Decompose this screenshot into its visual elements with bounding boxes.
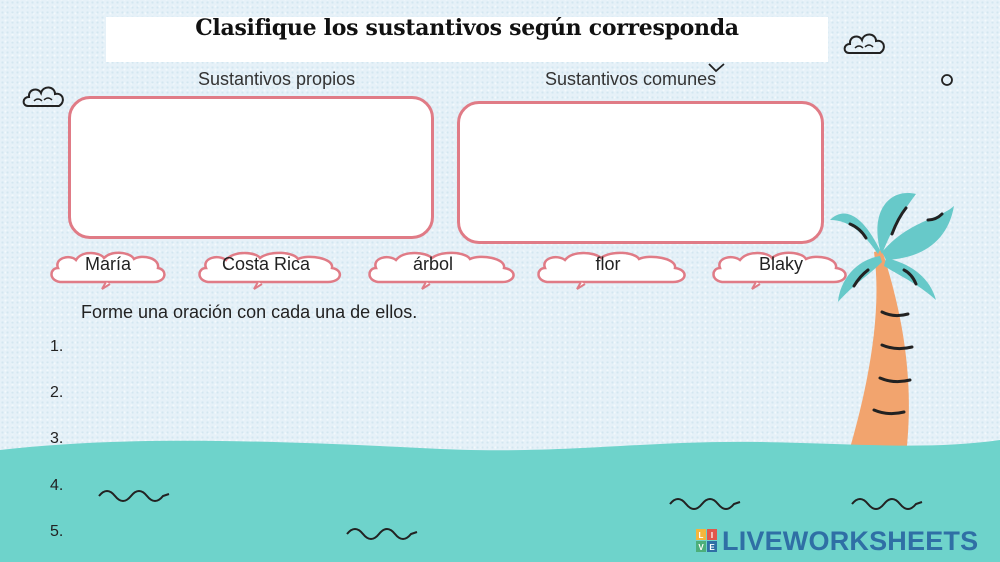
wave-icon <box>98 490 170 502</box>
drop-zone-comunes[interactable] <box>457 101 824 244</box>
cloud-icon <box>843 33 885 54</box>
label-sustantivos-comunes: Sustantivos comunes <box>545 69 717 89</box>
cloud-chip-shape <box>368 251 515 290</box>
palm-tree-icon <box>830 193 954 455</box>
svg-text:L: L <box>699 531 704 540</box>
wave-icon <box>851 498 923 510</box>
label-sustantivos-propios: Sustantivos propios <box>198 69 356 89</box>
sentence-number-4: 4. <box>50 477 64 494</box>
cloud-chip-shape <box>50 251 166 290</box>
cloud-chip-shape <box>712 251 847 290</box>
word-chip-flor[interactable]: flor <box>535 246 686 290</box>
word-chip-label: flor <box>595 254 621 274</box>
sentence-number-2: 2. <box>50 384 64 401</box>
cloud-chip-shape <box>537 251 686 290</box>
bird-icon <box>708 63 725 73</box>
svg-text:E: E <box>709 543 715 552</box>
wave-icon <box>669 498 741 510</box>
drop-zone-propios[interactable] <box>68 96 434 239</box>
page-title: Clasifique los sustantivos según corresp… <box>195 15 739 41</box>
word-chip-maria[interactable]: María <box>48 246 178 290</box>
word-chip-label: árbol <box>412 254 454 274</box>
logo-text: LIVEWORKSHEETS <box>722 526 979 556</box>
word-chip-costa-rica[interactable]: Costa Rica <box>196 246 341 290</box>
wave-icon <box>346 528 418 540</box>
word-chip-label: María <box>84 254 131 274</box>
sentence-number-5: 5. <box>50 523 64 540</box>
svg-text:I: I <box>711 531 713 540</box>
word-chip-label: Blaky <box>758 254 803 274</box>
word-chip-arbol[interactable]: árbol <box>366 246 515 290</box>
liveworksheets-logo: L I V E LIVEWORKSHEETS <box>696 526 992 556</box>
cloud-icon <box>22 86 64 107</box>
cloud-chip-shape <box>198 251 341 290</box>
word-chip-blaky[interactable]: Blaky <box>710 246 847 290</box>
word-chip-label: Costa Rica <box>221 254 311 274</box>
sentence-number-1: 1. <box>50 338 64 355</box>
liveworksheets-logo-icon: L I V E <box>696 529 717 552</box>
exercise-instruction: Forme una oración con cada una de ellos. <box>81 302 418 322</box>
sentence-number-3: 3. <box>50 430 64 447</box>
svg-text:V: V <box>698 543 704 552</box>
title-banner: Clasifique los sustantivos según corresp… <box>106 15 828 62</box>
sea-illustration <box>0 440 1000 562</box>
circle-icon <box>941 74 953 86</box>
